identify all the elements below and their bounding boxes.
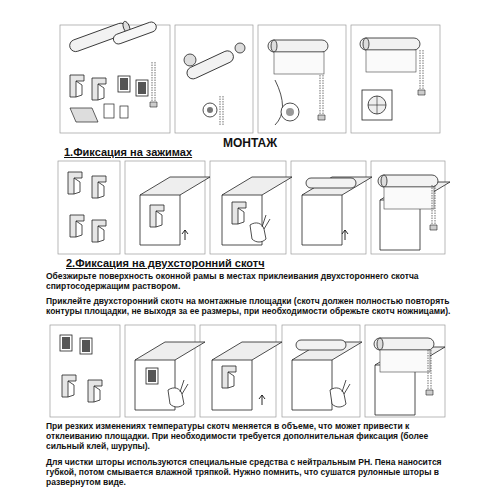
section-heading: 2.Фиксация на двухсторонний скотч	[66, 257, 265, 269]
page-title: МОНТАЖ	[180, 136, 320, 150]
section-heading: 1.Фиксация на зажимах	[64, 146, 192, 158]
instruction-text: Приклейте двухсторонний скотч на монтажн…	[46, 296, 464, 316]
note-text: При резких изменениях температуры скотч …	[46, 421, 456, 451]
care-text: Для чистки шторы используются специальны…	[46, 457, 456, 487]
instruction-text: Обезжирьте поверхность оконной рамы в ме…	[46, 271, 458, 291]
